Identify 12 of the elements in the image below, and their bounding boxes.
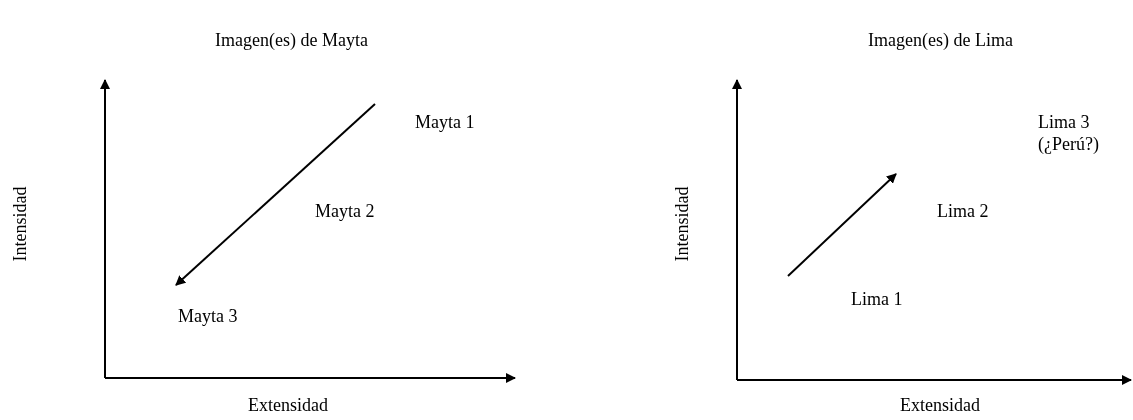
panel-title: Imagen(es) de Lima [868,29,1013,51]
axis-label: Intensidad [671,186,694,262]
point-label: Lima 3 (¿Perú?) [1038,111,1100,155]
point-label: Mayta 3 [178,305,238,327]
axis-label: Extensidad [248,394,328,416]
point-label: Lima 2 [937,200,989,222]
panel-title: Imagen(es) de Mayta [215,29,368,51]
axis-label: Intensidad [9,186,32,262]
point-label: Lima 1 [851,288,903,310]
point-label: Mayta 1 [415,111,475,133]
axis-label: Extensidad [900,394,980,416]
point-label: Mayta 2 [315,200,375,222]
